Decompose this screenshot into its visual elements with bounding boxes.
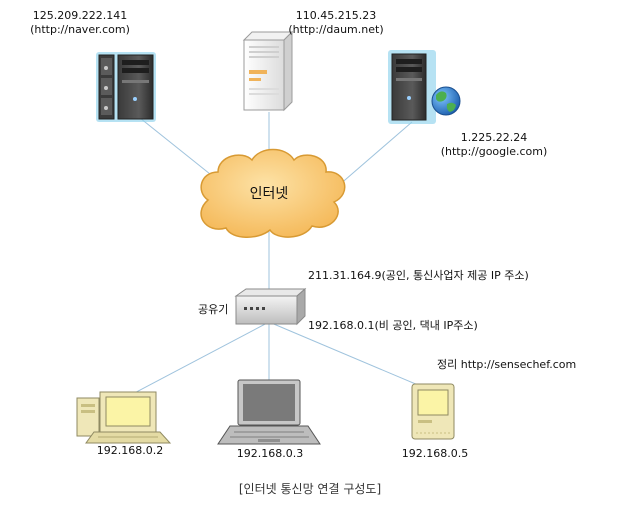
laptop-icon	[217, 379, 321, 445]
link-google-internet	[337, 121, 413, 187]
link-router-client3	[268, 321, 419, 386]
desktop-pc-icon	[76, 391, 172, 444]
daum-server-icon	[242, 30, 294, 112]
google-server-icon	[388, 50, 461, 124]
internet-cloud-icon	[200, 148, 346, 238]
link-router-client1	[124, 321, 270, 399]
google-url-label: (http://google.com)	[440, 145, 548, 158]
credit-label: 정리 http://sensechef.com	[437, 358, 577, 371]
router-icon	[234, 287, 307, 326]
internet-cloud-label: 인터넷	[249, 186, 289, 202]
daum-ip-label: 110.45.215.23	[295, 9, 377, 22]
daum-url-label: (http://daum.net)	[288, 23, 384, 36]
google-ip-label: 1.225.22.24	[460, 131, 528, 144]
router-private-ip-label: 192.168.0.1(비 공인, 댁내 IP주소)	[308, 319, 478, 332]
client-ip-label: 192.168.0.5	[401, 447, 469, 460]
client-ip-label: 192.168.0.3	[236, 447, 304, 460]
naver-server-icon	[96, 52, 156, 122]
naver-url-label: (http://naver.com)	[30, 23, 130, 36]
naver-ip-label: 125.209.222.141	[32, 9, 128, 22]
client-ip-label: 192.168.0.2	[96, 444, 164, 457]
figure-caption: [인터넷 통신망 연결 구성도]	[238, 482, 382, 496]
router-public-ip-label: 211.31.164.9(공인, 통신사업자 제공 IP 주소)	[308, 269, 529, 282]
router-label: 공유기	[198, 303, 229, 316]
classic-computer-icon	[411, 383, 455, 440]
